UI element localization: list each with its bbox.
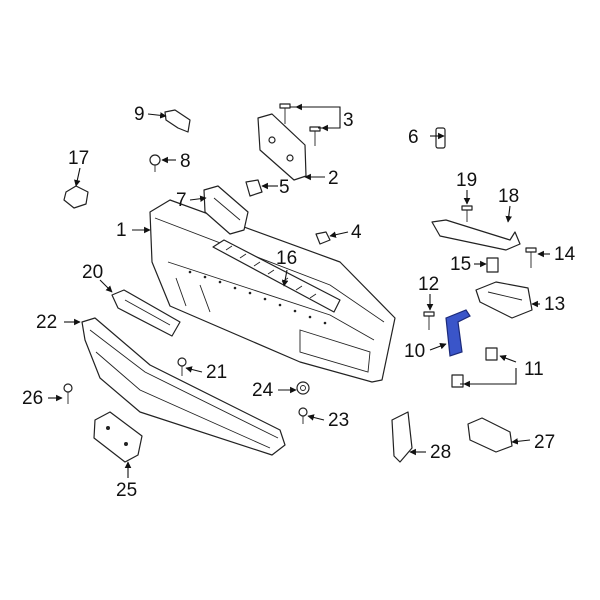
- callout-5: 5: [279, 177, 290, 198]
- callout-7: 7: [176, 190, 187, 211]
- callout-15: 15: [450, 254, 471, 275]
- callout-25: 25: [116, 480, 137, 501]
- bumper-cover: [149, 199, 396, 383]
- callout-2: 2: [328, 168, 339, 189]
- screw-26: [63, 383, 73, 404]
- bolt-12: [423, 311, 435, 330]
- callout-28: 28: [430, 442, 451, 463]
- callout-1: 1: [116, 220, 127, 241]
- callout-17: 17: [68, 148, 89, 169]
- callout-3: 3: [343, 110, 354, 131]
- callout-23: 23: [328, 410, 349, 431]
- clip-15: [486, 257, 499, 273]
- callout-14: 14: [554, 244, 576, 265]
- callout-19: 19: [456, 170, 477, 191]
- grille-strip: [212, 239, 341, 313]
- nut-24: [296, 381, 310, 395]
- bolt-19: [461, 205, 473, 222]
- screw-21: [177, 357, 187, 376]
- callout-16: 16: [276, 248, 297, 269]
- callout-9: 9: [134, 104, 145, 125]
- callout-8: 8: [180, 151, 191, 172]
- callout-12: 12: [418, 274, 439, 295]
- lower-valance: [81, 317, 286, 456]
- callout-26: 26: [22, 388, 43, 409]
- callout-6: 6: [408, 127, 419, 148]
- callout-4: 4: [351, 222, 362, 243]
- nuts-11: [451, 347, 498, 388]
- license-bracket: [93, 411, 143, 463]
- bracket-13: [475, 281, 533, 319]
- highlighted-bracket: [445, 309, 471, 357]
- screw-23: [298, 407, 308, 424]
- clip-9: [164, 109, 191, 133]
- side-bracket: [203, 185, 249, 235]
- clip-5: [245, 179, 263, 197]
- bracket-27: [467, 417, 513, 453]
- callout-24: 24: [252, 380, 274, 401]
- callout-18: 18: [498, 186, 519, 207]
- callout-11: 11: [524, 359, 544, 380]
- callout-13: 13: [544, 294, 565, 315]
- bolt-14: [525, 247, 537, 268]
- callout-21: 21: [206, 362, 227, 383]
- trim-28: [391, 411, 413, 463]
- spacer-6: [435, 127, 446, 149]
- callout-22: 22: [36, 312, 57, 333]
- callout-20: 20: [82, 262, 103, 283]
- callout-27: 27: [534, 432, 555, 453]
- reinforcement-18: [431, 219, 521, 251]
- center-bracket: [111, 289, 181, 337]
- push-pin: [149, 154, 161, 172]
- nut-4: [315, 231, 331, 245]
- callout-labels: 1 2 3 4 5 6 7 8 9 10 11 12 13 14 15 16 1…: [22, 104, 576, 501]
- leader-lines: [48, 103, 550, 478]
- bolts-3: [279, 103, 321, 146]
- callout-10: 10: [404, 341, 425, 362]
- bracket-17: [63, 185, 89, 209]
- mount-bracket: [257, 113, 307, 181]
